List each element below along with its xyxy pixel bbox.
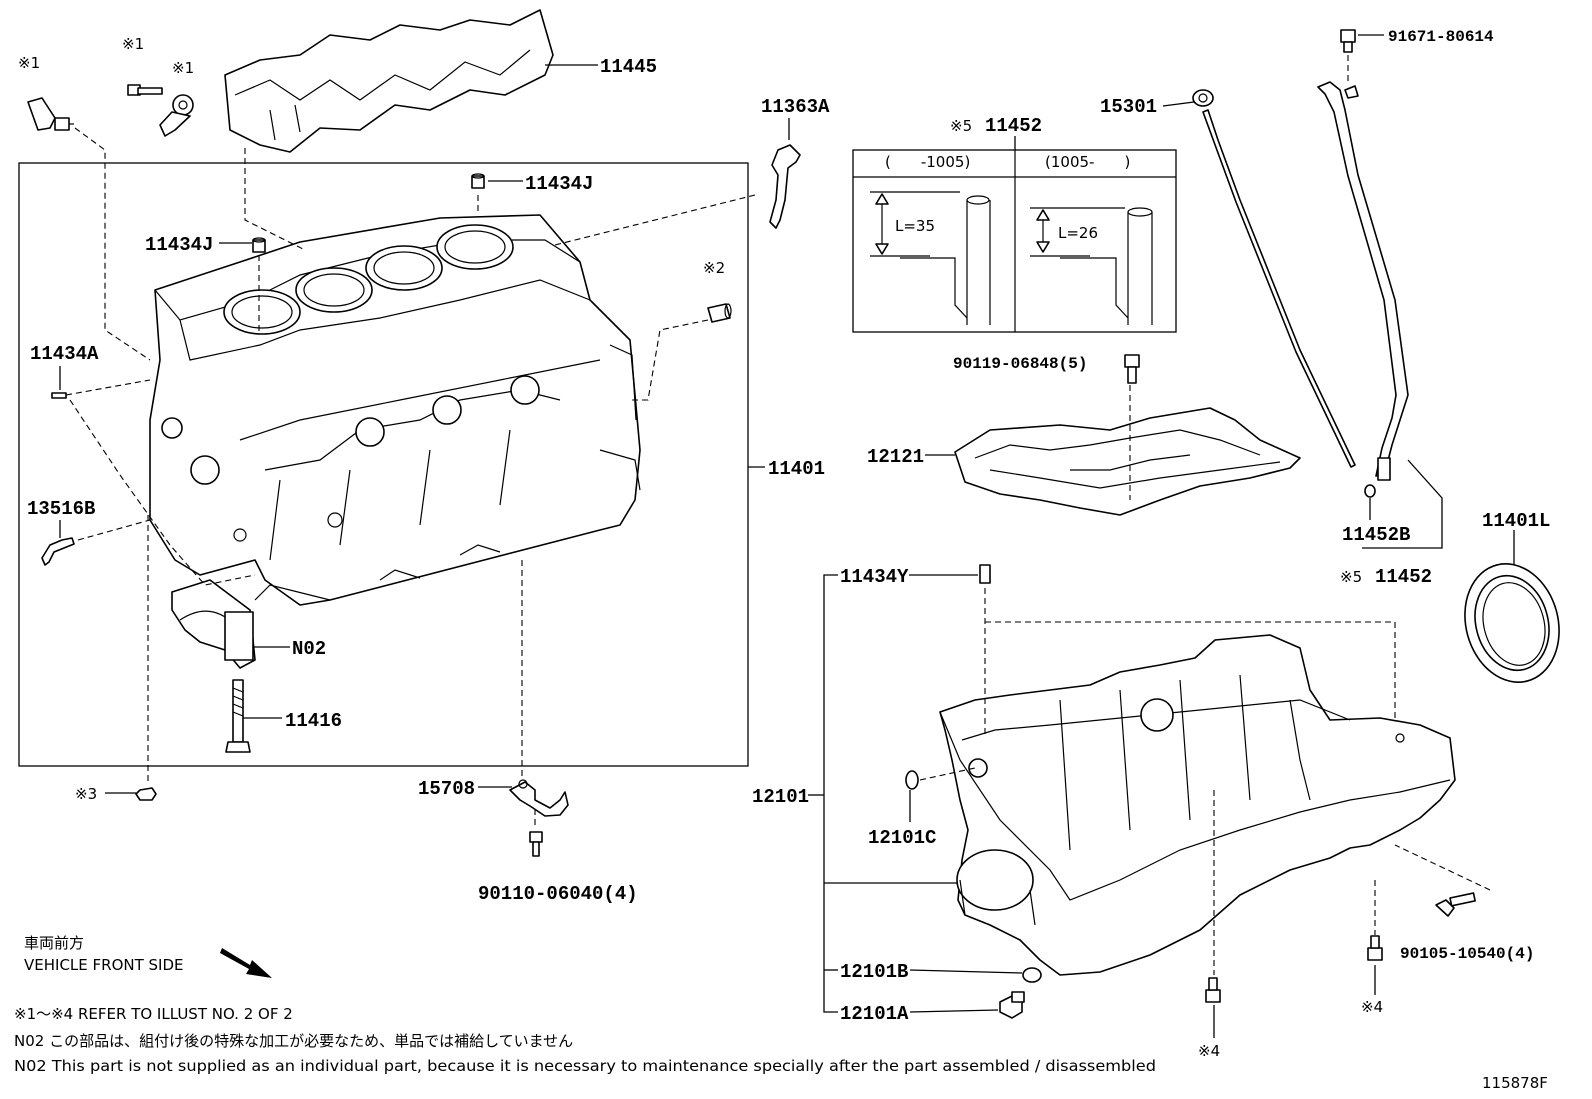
bearing-cap-drawing	[171, 579, 256, 669]
note-refer: ※1～※4 REFER TO ILLUST NO. 2 OF 2	[14, 1005, 293, 1023]
inset-left-dim: L=35	[895, 217, 935, 235]
vehicle-front-en: VEHICLE FRONT SIDE	[24, 956, 184, 974]
label-91671: 91671-80614	[1388, 28, 1494, 46]
label-15301: 15301	[1100, 96, 1157, 118]
label-11434Y: 11434Y	[840, 566, 909, 588]
clamp-drawing	[159, 94, 194, 137]
label-12101B: 12101B	[840, 961, 908, 983]
label-11452-top: 11452	[985, 115, 1042, 137]
bracket-11363A-drawing	[769, 144, 801, 229]
oil-seal-drawing	[1464, 563, 1560, 683]
cylinder-block-frame	[18, 162, 749, 767]
label-11416: 11416	[285, 710, 342, 732]
pin-11434Y-drawing	[979, 564, 991, 584]
inset-right-header: (1005- )	[1045, 153, 1130, 171]
label-12101: 12101	[752, 786, 809, 808]
illustration-id: 115878F	[1482, 1074, 1548, 1092]
label-11434A: 11434A	[30, 343, 99, 365]
note-n02-jp: N02 この部品は、組付け後の特殊な加工が必要なため、単品では補給していません	[14, 1032, 573, 1050]
pin-mark2-drawing	[707, 303, 732, 323]
label-12121: 12121	[867, 446, 924, 468]
label-12101C: 12101C	[868, 827, 936, 849]
label-90119: 90119-06848(5)	[953, 355, 1087, 373]
bolt-90105-drawing	[1435, 892, 1476, 917]
oil-nozzle-drawing	[41, 537, 75, 566]
bolt-91671-drawing	[1340, 29, 1356, 53]
dashed-guides	[65, 55, 1491, 975]
o-ring-11452B-drawing	[1364, 484, 1376, 498]
mark-1-bolt: ※1	[122, 35, 144, 53]
dipstick-drawing	[1192, 89, 1356, 468]
mark-1-sensor: ※1	[18, 54, 40, 72]
inset-right-dim: L=26	[1058, 224, 1098, 242]
label-12101A: 12101A	[840, 1003, 909, 1025]
block-insulator-drawing	[224, 9, 554, 153]
bolt-90110-drawing	[529, 831, 543, 857]
label-11434J-top: 11434J	[525, 173, 593, 195]
drain-plug-drawing	[999, 991, 1025, 1019]
label-11363A: 11363A	[761, 96, 830, 118]
leader-lines	[59, 34, 1515, 1038]
label-13516B: 13516B	[27, 498, 95, 520]
vehicle-front-jp: 車両前方	[24, 934, 84, 952]
mark-1-clamp: ※1	[172, 59, 194, 77]
pin-11434J-top-drawing	[471, 173, 485, 189]
small-bolt-drawing	[127, 84, 163, 96]
vehicle-front-arrow-icon	[220, 948, 272, 978]
mark-4-center: ※4	[1198, 1042, 1220, 1060]
knock-sensor-drawing	[27, 97, 74, 131]
label-15708: 15708	[418, 778, 475, 800]
pin-11434A-drawing	[51, 392, 67, 399]
note-n02-en: N02 This part is not supplied as an indi…	[14, 1057, 1156, 1075]
dipstick-guide-drawing	[1317, 81, 1409, 481]
label-11434J-left: 11434J	[145, 234, 213, 256]
dipstick-guide-inset: ( -1005) (1005- ) L=35 L=26	[852, 149, 1177, 333]
cylinder-block-drawing	[149, 214, 641, 606]
label-11452-bottom: 11452	[1375, 566, 1432, 588]
mark-4-right: ※4	[1361, 998, 1383, 1016]
pin-11434J-left-drawing	[252, 237, 266, 253]
baffle-plate-drawing	[954, 407, 1301, 516]
label-11445: 11445	[600, 56, 657, 78]
mark-3: ※3	[75, 785, 97, 803]
label-11401L: 11401L	[1482, 510, 1550, 532]
cap-bolt-drawing	[225, 679, 251, 753]
label-11401: 11401	[768, 458, 825, 480]
mark-5-bottom: ※5	[1340, 568, 1362, 586]
label-90105: 90105-10540(4)	[1400, 945, 1534, 963]
nut-mark3-drawing	[135, 787, 157, 801]
label-N02: N02	[292, 638, 326, 660]
mark-5-top: ※5	[950, 117, 972, 135]
bolt-mark4-right-drawing	[1367, 935, 1383, 961]
oil-jet-drawing	[509, 779, 569, 817]
gasket-12101B-drawing	[1022, 967, 1042, 983]
bolt-mark4-center-drawing	[1205, 977, 1221, 1003]
bolt-90119-drawing	[1124, 354, 1140, 384]
o-ring-12101C-drawing	[905, 770, 919, 790]
oil-pan-drawing	[939, 634, 1456, 976]
mark-2: ※2	[703, 259, 725, 277]
label-11452B: 11452B	[1342, 524, 1410, 546]
inset-left-header: ( -1005)	[885, 153, 970, 171]
label-90110: 90110-06040(4)	[478, 883, 638, 905]
